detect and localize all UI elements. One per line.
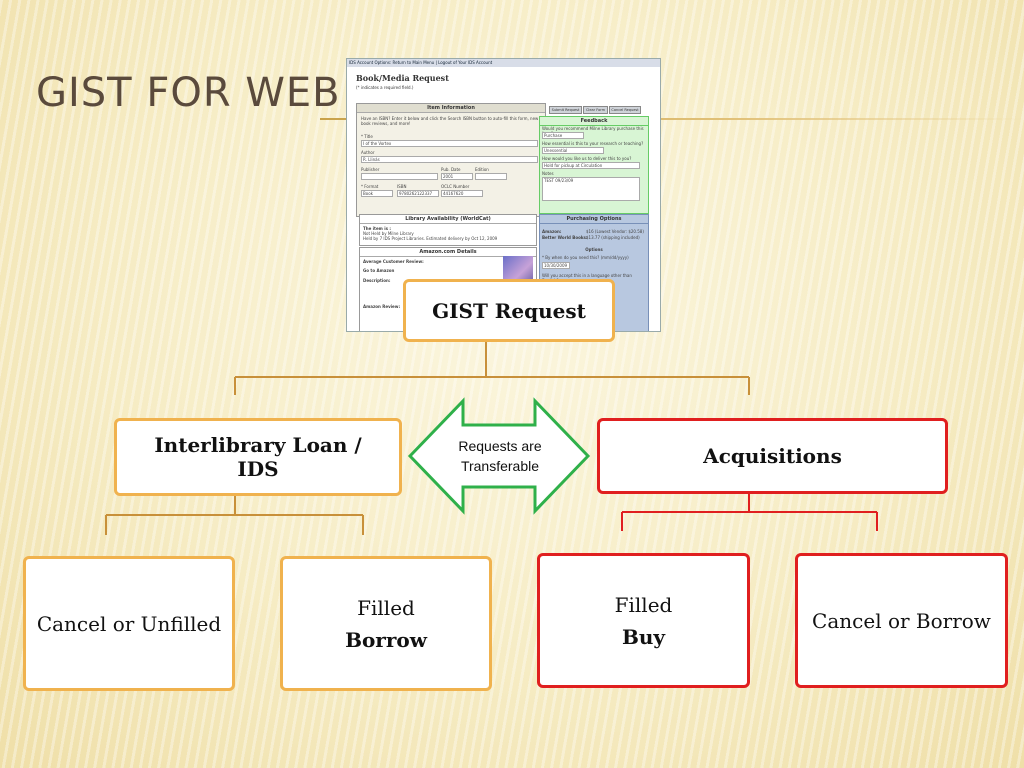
isbn-value: 9780262122337 [399, 191, 433, 196]
notes-value: TEST 09/23/09 [544, 178, 574, 183]
isbn-prompt: Have an ISBN? Enter it below and click t… [361, 116, 539, 126]
leaf-line-2: Buy [621, 624, 666, 649]
options-header: Options [585, 247, 603, 252]
cancel-or-borrow-node: Cancel or Borrow [795, 553, 1008, 688]
form-heading: Book/Media Request [356, 73, 449, 83]
pub-date-label: Pub. Date [441, 167, 461, 172]
feedback-q1-value: Purchase [544, 133, 563, 138]
feedback-panel: Feedback Would you recommend Milne Libra… [539, 116, 649, 214]
interlibrary-loan-node: Interlibrary Loan / IDS [114, 418, 402, 496]
publisher-label: Publisher [361, 167, 380, 172]
format-value: Book [363, 191, 373, 196]
title-field[interactable]: I of the Vortex [361, 140, 538, 147]
feedback-q2: How essential is this to your research o… [542, 141, 644, 146]
feedback-q1-select[interactable]: Purchase [542, 132, 584, 139]
oclc-label: OCLC Number [441, 184, 470, 189]
better-world-books-value: $13.77 (shipping included) [586, 235, 640, 240]
availability-line-3: Held by 7 IDS Project Libraries. Estimat… [363, 236, 498, 241]
amazon-go-to-link[interactable]: Go to Amazon [363, 268, 395, 273]
amazon-review-label: Amazon Review: [363, 304, 401, 309]
edition-field[interactable] [475, 173, 507, 180]
acquisitions-node: Acquisitions [597, 418, 948, 494]
by-when-field[interactable]: 10/30/2009 [542, 262, 570, 269]
edition-label: Edition [475, 167, 489, 172]
feedback-q3: How would you like us to deliver this to… [542, 156, 632, 161]
availability-header: Library Availability (WorldCat) [360, 215, 536, 224]
amazon-price-label: Amazon: [542, 229, 562, 234]
pub-date-field[interactable]: 2001 [441, 173, 473, 180]
availability-line-1: The item is : [363, 226, 391, 231]
format-select[interactable]: Book [361, 190, 393, 197]
feedback-q3-select[interactable]: Hold for pickup at Circulation [542, 162, 640, 169]
amazon-rating-label: Average Customer Review: [363, 259, 424, 264]
filled-buy-node: Filled Buy [537, 553, 750, 688]
format-label: * Format [361, 184, 379, 189]
leaf-line-1: Cancel or Borrow [812, 608, 991, 633]
gist-request-node: GIST Request [403, 279, 615, 342]
availability-panel: Library Availability (WorldCat) The item… [359, 214, 537, 246]
oclc-field[interactable]: 44167620 [441, 190, 483, 197]
title-value: I of the Vortex [363, 141, 392, 146]
author-value: R. Llinás [363, 157, 380, 162]
form-required-note: (* indicates a required field.) [356, 85, 414, 90]
amazon-price-value: $16 (Lowest Vendor: $20.58) [586, 229, 644, 234]
better-world-books-label: Better World Books: [542, 235, 588, 240]
amazon-header: Amazon.com Details [360, 248, 536, 257]
title-underline [320, 118, 1024, 120]
purchasing-header: Purchasing Options [540, 215, 648, 224]
clear-form-button[interactable]: Clear Form [583, 106, 608, 114]
cancel-or-unfilled-node: Cancel or Unfilled [23, 556, 235, 691]
author-field[interactable]: R. Llinás [361, 156, 538, 163]
feedback-q3-value: Hold for pickup at Circulation [544, 163, 603, 168]
leaf-line-2: Borrow [345, 627, 427, 652]
amazon-description-label: Description: [363, 278, 391, 283]
feedback-header: Feedback [540, 117, 648, 126]
leaf-line-1: Filled [357, 595, 415, 620]
feedback-q2-value: Unessential [544, 148, 568, 153]
cancel-request-button[interactable]: Cancel Request [609, 106, 641, 114]
by-when-value: 10/30/2009 [544, 263, 568, 268]
transfer-arrow-label: Requests are Transferable [458, 438, 542, 474]
pub-date-value: 2001 [443, 174, 454, 179]
author-label: Author [361, 150, 375, 155]
filled-borrow-node: Filled Borrow [280, 556, 492, 691]
slide-title: GIST FOR WEB [36, 70, 341, 116]
by-when-label: * By when do you need this? (mm/dd/yyyy) [542, 255, 629, 260]
leaf-line-1: Filled [614, 592, 673, 617]
isbn-label: ISBN [397, 184, 407, 189]
form-top-bar: IDS Account Options: Return to Main Menu… [347, 59, 660, 67]
item-information-header: Item Information [357, 104, 545, 113]
oclc-value: 44167620 [443, 191, 464, 196]
title-label: * Title [361, 134, 373, 139]
feedback-q2-select[interactable]: Unessential [542, 147, 604, 154]
notes-textarea[interactable]: TEST 09/23/09 [542, 177, 640, 201]
isbn-field[interactable]: 9780262122337 [397, 190, 439, 197]
publisher-field[interactable] [361, 173, 438, 180]
availability-line-2: Not Held by Milne Library [363, 231, 414, 236]
leaf-line-1: Cancel or Unfilled [36, 611, 222, 636]
submit-request-button[interactable]: Submit Request [549, 106, 582, 114]
notes-label: Notes [542, 171, 554, 176]
transfer-double-arrow [407, 397, 591, 515]
